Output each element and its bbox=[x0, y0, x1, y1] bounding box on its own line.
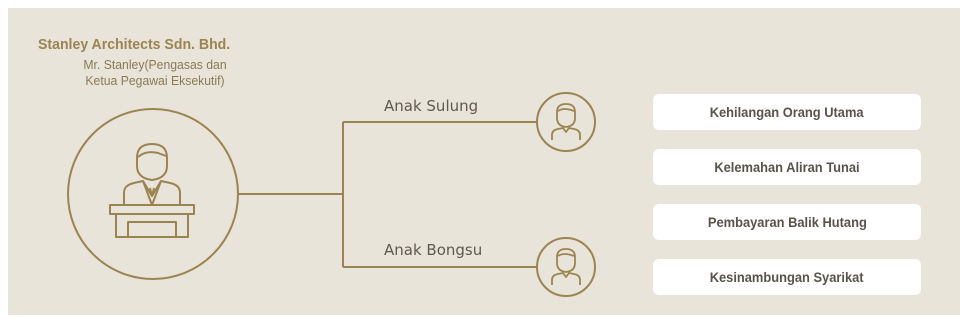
founder-node bbox=[67, 108, 239, 280]
child-node-bongsu bbox=[536, 237, 596, 297]
risk-card-business-continuity: Kesinambungan Syarikat bbox=[653, 259, 921, 295]
risk-label: Kelemahan Aliran Tunai bbox=[714, 159, 860, 175]
founder-line-2: Ketua Pegawai Eksekutif) bbox=[85, 73, 225, 88]
risk-card-debt-repayment: Pembayaran Balik Hutang bbox=[653, 204, 921, 240]
risk-card-cash-flow: Kelemahan Aliran Tunai bbox=[653, 149, 921, 185]
risk-label: Kesinambungan Syarikat bbox=[710, 269, 864, 285]
founder-circle bbox=[67, 108, 239, 280]
branch-label-bongsu: Anak Bongsu bbox=[384, 241, 483, 259]
branch-label-sulung: Anak Sulung bbox=[384, 97, 479, 115]
founder-line-1: Mr. Stanley(Pengasas dan bbox=[83, 57, 227, 72]
company-name: Stanley Architects Sdn. Bhd. bbox=[38, 36, 231, 53]
connector-lines bbox=[237, 121, 537, 268]
person-icon bbox=[551, 103, 581, 140]
founder-caption: Mr. Stanley(Pengasas dan Ketua Pegawai E… bbox=[56, 57, 253, 89]
risk-card-key-person: Kehilangan Orang Utama bbox=[653, 94, 921, 130]
child-node-sulung bbox=[536, 92, 596, 152]
person-icon bbox=[551, 248, 581, 285]
risk-label: Kehilangan Orang Utama bbox=[710, 104, 864, 120]
executive-at-desk-icon bbox=[109, 143, 195, 238]
child-circle-sulung bbox=[536, 92, 596, 152]
child-circle-bongsu bbox=[536, 237, 596, 297]
risk-label: Pembayaran Balik Hutang bbox=[707, 214, 867, 230]
